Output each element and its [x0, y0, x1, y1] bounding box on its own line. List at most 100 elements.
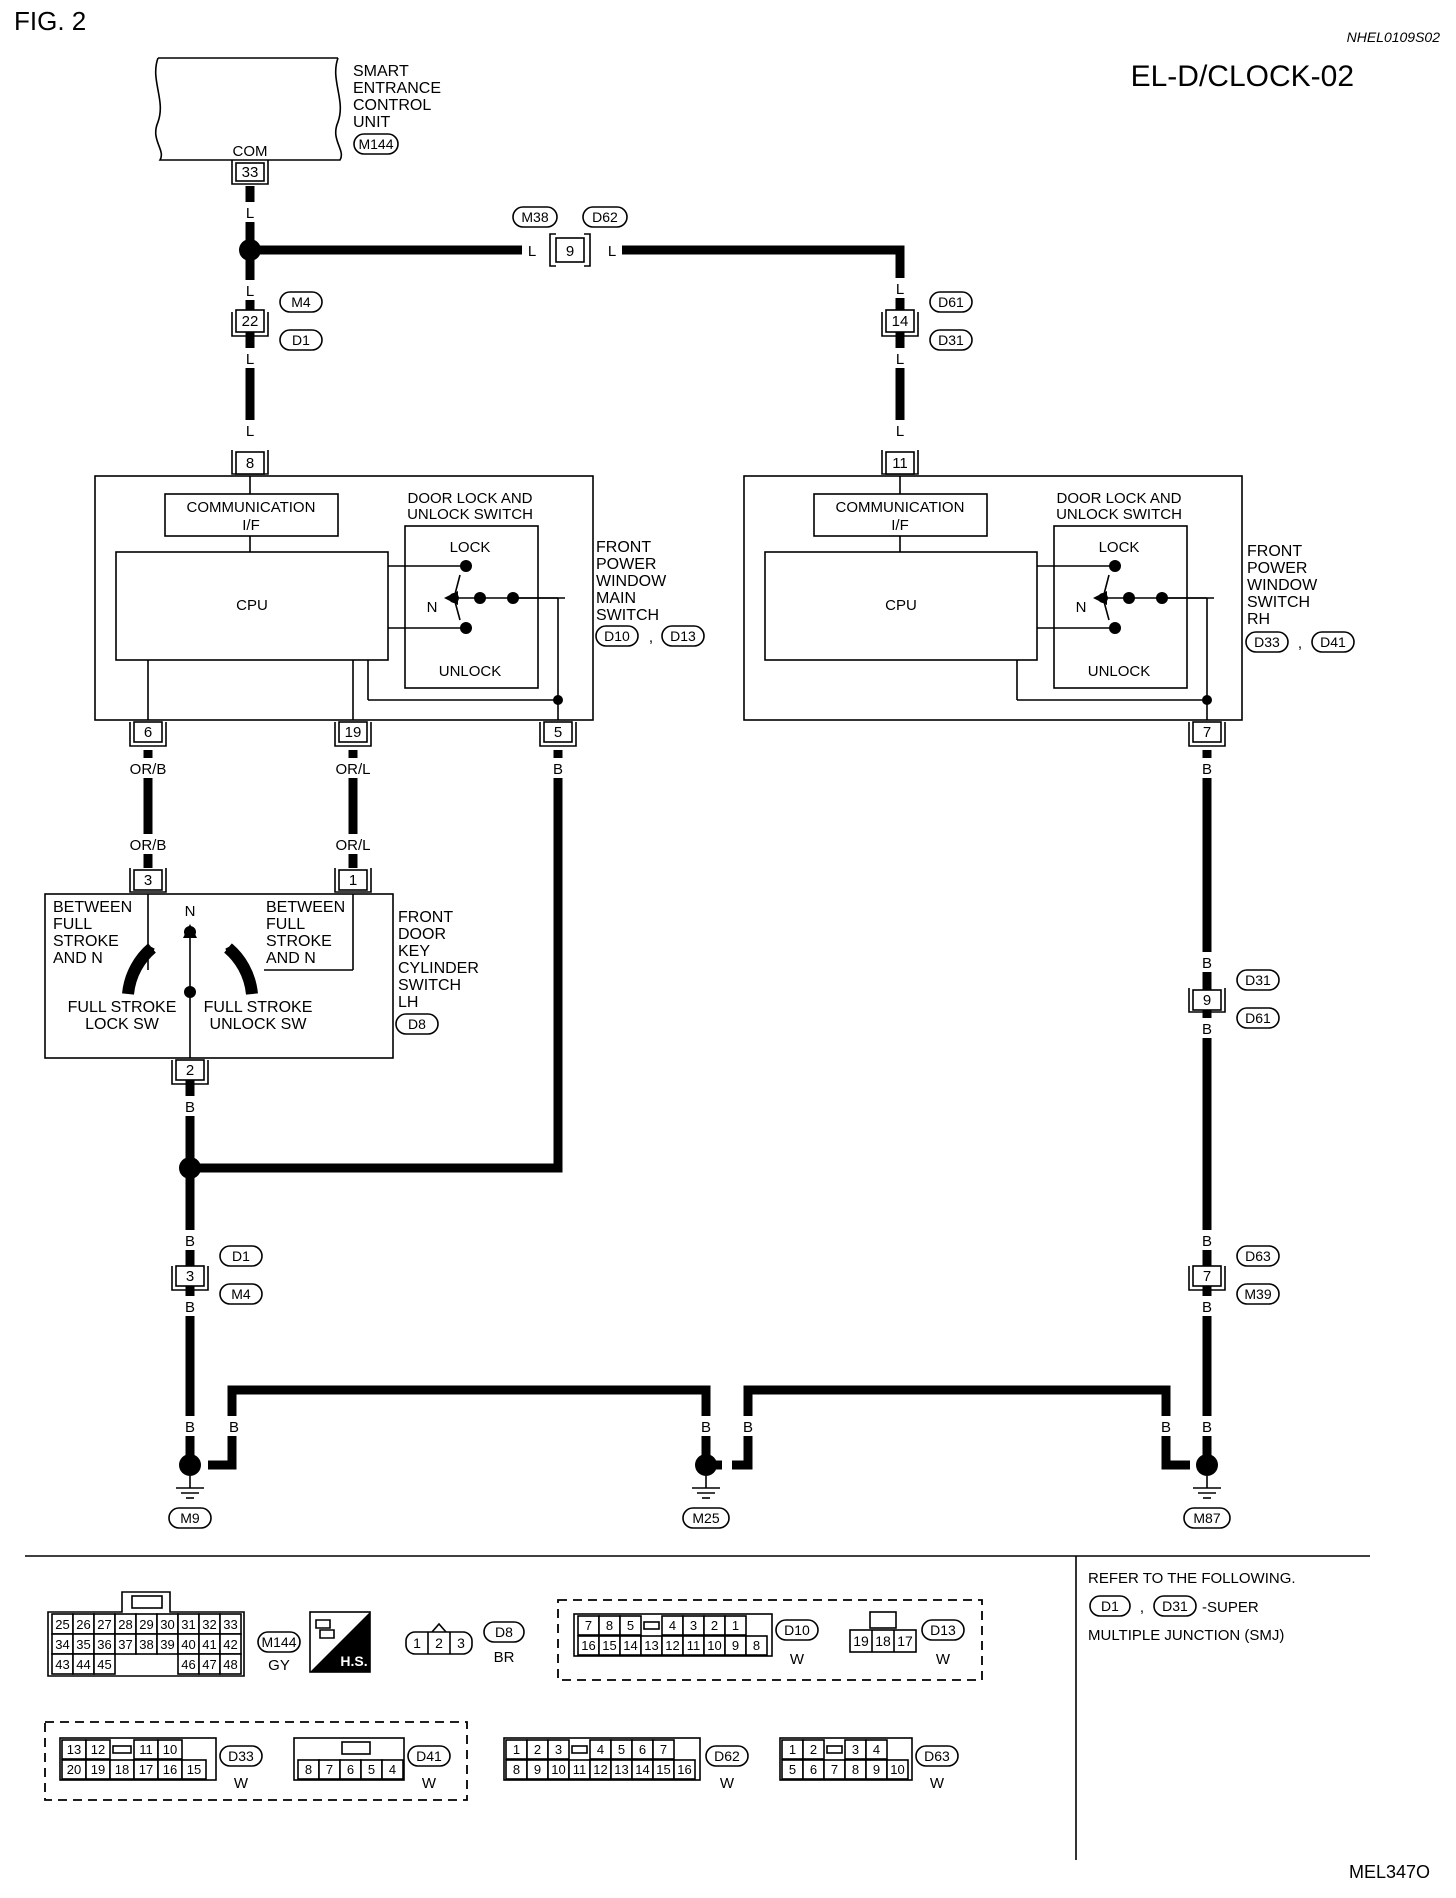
- ground-m25-badge: [682, 1507, 730, 1529]
- d10-top-pin: 7: [585, 1618, 592, 1633]
- main-sw-common-node-1: [474, 592, 486, 604]
- m144-badge: [257, 1631, 301, 1653]
- d63-m39-pin: 7: [1203, 1268, 1211, 1285]
- d13-pin-19: 19: [853, 1633, 869, 1649]
- key-sw-body: [44, 893, 394, 1059]
- refer-d1-badge: [1089, 1595, 1131, 1617]
- m4-d1-bracket: [231, 312, 269, 337]
- d33-bottom-pin: 19: [91, 1762, 105, 1777]
- ground-m9-badge: [168, 1507, 212, 1529]
- main-sw-lock-sw-2: UNLOCK SWITCH: [407, 506, 533, 523]
- d62-bottom-pin: 13: [614, 1762, 628, 1777]
- d62-legend-id: D62: [714, 1748, 740, 1764]
- front-door-key-cylinder-switch-lh: 3 1 BETWEEN FULL STROKE AND N BETWEEN FU…: [44, 868, 479, 1085]
- main-sw-comm-1: COMMUNICATION: [187, 499, 316, 516]
- d1-label-top: D1: [292, 332, 310, 348]
- m144-id: M144: [261, 1634, 296, 1650]
- main-sw-name-3: WINDOW: [596, 573, 667, 590]
- wire-color-l-8: L: [896, 351, 904, 368]
- wire-color-b-6: B: [1202, 955, 1212, 972]
- d33-legend-color: W: [234, 1775, 249, 1792]
- m144-pin: 47: [202, 1657, 216, 1672]
- m144-pin: 45: [97, 1657, 111, 1672]
- d33-top-cell: [85, 1739, 111, 1760]
- d1-m4-pin-box: [175, 1265, 205, 1287]
- d31-d61-bracket: [1188, 988, 1226, 1013]
- diagram-title: EL-D/CLOCK-02: [1131, 60, 1354, 93]
- main-sw-lock-contact: [460, 560, 472, 572]
- ground-m87-badge: [1183, 1507, 1231, 1529]
- d13-pin-18: 18: [875, 1633, 891, 1649]
- wire-color-b-13: B: [743, 1419, 753, 1436]
- m144-pin: 30: [160, 1617, 174, 1632]
- refer-line-1: REFER TO THE FOLLOWING.: [1088, 1570, 1296, 1587]
- d13-legend-color: W: [936, 1651, 951, 1668]
- key-sw-pin3-bracket: [129, 868, 167, 893]
- key-sw-unlock-2: UNLOCK SW: [210, 1016, 308, 1033]
- wire-color-b-11: B: [229, 1419, 239, 1436]
- ground-m25-label: M25: [692, 1510, 719, 1526]
- m144-pin: 48: [223, 1657, 237, 1672]
- secu-terminal-com: COM: [233, 143, 268, 160]
- rh-sw-name-5: RH: [1247, 611, 1270, 628]
- d33-top-pin: 10: [163, 1742, 177, 1757]
- main-sw-unlock-label: UNLOCK: [439, 663, 502, 680]
- d10-legend-id: D10: [784, 1622, 810, 1638]
- hs-label: H.S.: [340, 1653, 367, 1669]
- m144-pin: 43: [55, 1657, 69, 1672]
- main-sw-pin-19: 19: [345, 724, 362, 741]
- d13-pin-17: 17: [897, 1633, 913, 1649]
- d61-d31-pin: 14: [892, 313, 909, 330]
- d62-bottom-cell: [673, 1759, 696, 1780]
- smart-entrance-control-unit: SMART ENTRANCE CONTROL UNIT M144 COM 33: [154, 57, 441, 185]
- key-sw-arrow: [183, 924, 197, 938]
- d41-pin: 5: [368, 1762, 375, 1777]
- main-sw-pin19-bracket: [334, 722, 372, 747]
- main-sw-name-1: FRONT: [596, 539, 651, 556]
- key-sw-pin2-box: [175, 1059, 205, 1081]
- main-sw-cpu-box: [115, 551, 389, 661]
- m144-pin: 46: [181, 1657, 195, 1672]
- ground-m87-label: M87: [1193, 1510, 1220, 1526]
- rh-sw-pin7-bracket: [1188, 722, 1226, 747]
- d41-label: D41: [1320, 634, 1346, 650]
- rh-sw-common-node-1: [1123, 592, 1135, 604]
- m144-pin: 42: [223, 1637, 237, 1652]
- diagram-code: NHEL0109S02: [1347, 29, 1441, 45]
- rh-sw-unlock-contact: [1109, 622, 1121, 634]
- d10-bottom-pin: 10: [707, 1638, 721, 1653]
- front-power-window-switch-rh: 11 COMMUNICATION I/F CPU DOOR LOCK AND U…: [743, 450, 1355, 747]
- m4-label-low: M4: [231, 1286, 251, 1302]
- key-sw-unlock-1: FULL STROKE: [204, 999, 313, 1016]
- ground-m9-node: [179, 1454, 201, 1476]
- d62-legend-color: W: [720, 1775, 735, 1792]
- d62-top-pin: 5: [618, 1742, 625, 1757]
- main-sw-pin6-box: [133, 721, 163, 743]
- m38-d62-bracket-right: [584, 233, 591, 267]
- d61-badge-top: [929, 291, 973, 313]
- d10-bottom-pin: 9: [732, 1638, 739, 1653]
- wire-color-l-9: L: [896, 423, 904, 440]
- d62-top-cell: [652, 1739, 675, 1760]
- secu-pin-box: [235, 162, 265, 182]
- d62-top-pin: 4: [597, 1742, 604, 1757]
- d10-bottom-cell: [745, 1635, 768, 1656]
- d62-bottom-pin: 9: [534, 1762, 541, 1777]
- d10-top-key: [643, 1621, 660, 1630]
- d62-bottom-pin: 16: [677, 1762, 691, 1777]
- d10-top-pin: 1: [732, 1618, 739, 1633]
- d63-label-low: D63: [1245, 1248, 1271, 1264]
- key-sw-name-3: KEY: [398, 943, 430, 960]
- rh-sw-comm-1: COMMUNICATION: [836, 499, 965, 516]
- d63-legend-id: D63: [924, 1748, 950, 1764]
- key-sw-left-top-2: FULL: [53, 916, 92, 933]
- d33-bottom-pin: 17: [139, 1762, 153, 1777]
- wire-color-b-1: B: [553, 761, 563, 778]
- d62-top-cell: [547, 1739, 570, 1760]
- d63-bottom-pin: 7: [831, 1762, 838, 1777]
- main-sw-top-pin-box: [235, 451, 265, 475]
- wire-color-b-8: B: [1202, 1233, 1212, 1250]
